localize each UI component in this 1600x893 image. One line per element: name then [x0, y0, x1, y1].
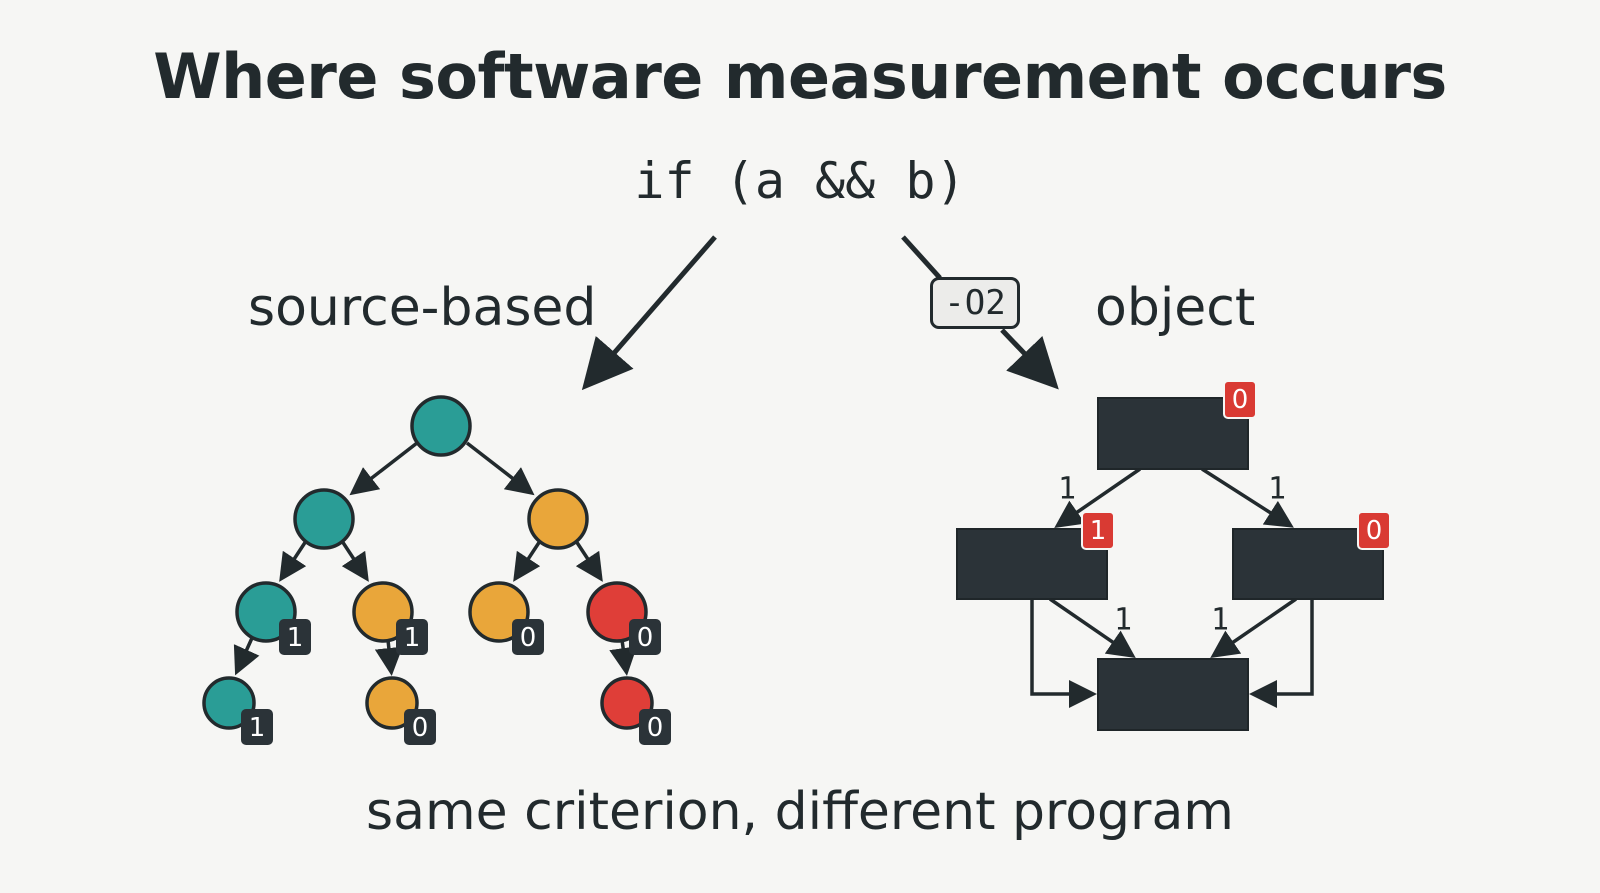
cfg-edge-labels: 1 1 1 1 — [1058, 472, 1286, 638]
block-count-badge: 1 — [1081, 511, 1115, 550]
tree-edge — [233, 637, 260, 676]
edge-count-label: 1 — [1058, 472, 1076, 507]
tree-edge — [374, 639, 403, 676]
svg-text:0: 0 — [1366, 516, 1383, 546]
edge-count-label: 1 — [1268, 472, 1286, 507]
svg-text:0: 0 — [637, 623, 654, 653]
object-label: object — [1095, 278, 1256, 338]
tree-count-badges: 1 1 0 0 1 0 0 — [241, 619, 671, 745]
cfg-edge-entry-right — [1201, 467, 1294, 528]
block-count-badge: 0 — [1357, 511, 1391, 550]
tree-node-root — [410, 395, 472, 457]
svg-text:1: 1 — [1090, 516, 1107, 546]
cfg-edges — [1030, 467, 1314, 708]
count-badge: 0 — [512, 619, 544, 655]
cfg-count-badges: 0 1 0 — [1081, 380, 1391, 550]
tree-edge — [609, 639, 637, 676]
cfg-edge-entry-left — [1054, 467, 1141, 528]
count-badge: 1 — [396, 619, 428, 655]
optimization-flag-badge: -O2 — [930, 277, 1020, 329]
cfg-edge-left-exit-fallthrough — [1030, 599, 1097, 708]
tree-edge — [574, 540, 603, 582]
svg-text:0: 0 — [647, 713, 664, 743]
edge-count-label: 1 — [1211, 603, 1229, 638]
caption: same criterion, different program — [366, 782, 1234, 842]
svg-text:0: 0 — [520, 623, 537, 653]
object-arrow-upper — [901, 235, 942, 280]
block-count-badge: 0 — [1223, 380, 1257, 419]
edge-count-label: 1 — [1114, 603, 1132, 638]
source-based-label: source-based — [248, 278, 597, 338]
tree-node-right — [527, 488, 589, 550]
cfg-edge-right-exit — [1210, 597, 1297, 658]
tree-edge — [279, 540, 308, 582]
tree-edge — [513, 540, 542, 582]
svg-text:0: 0 — [1232, 385, 1249, 415]
cfg-edge-left-exit — [1049, 597, 1136, 658]
tree-edge — [349, 441, 419, 496]
count-badge: 1 — [241, 709, 273, 745]
tree-edge — [465, 441, 535, 496]
tree-node-left — [293, 488, 355, 550]
svg-text:1: 1 — [249, 713, 266, 743]
svg-text:1: 1 — [287, 623, 304, 653]
count-badge: 0 — [404, 709, 436, 745]
cfg-blocks — [956, 397, 1384, 731]
diagram-title: Where software measurement occurs — [153, 40, 1447, 113]
object-arrow-lower — [1000, 328, 1059, 390]
cfg-edge-right-exit-fallthrough — [1249, 599, 1314, 708]
tree-nodes — [202, 395, 654, 730]
cfg-block-exit — [1097, 658, 1249, 731]
count-badge: 0 — [639, 709, 671, 745]
tree-edges — [233, 441, 637, 676]
code-snippet: if (a && b) — [634, 152, 966, 210]
count-badge: 0 — [629, 619, 661, 655]
count-badge: 1 — [279, 619, 311, 655]
tree-edge — [340, 540, 369, 582]
svg-text:1: 1 — [404, 623, 421, 653]
svg-text:0: 0 — [412, 713, 429, 743]
source-based-arrow — [581, 235, 717, 391]
